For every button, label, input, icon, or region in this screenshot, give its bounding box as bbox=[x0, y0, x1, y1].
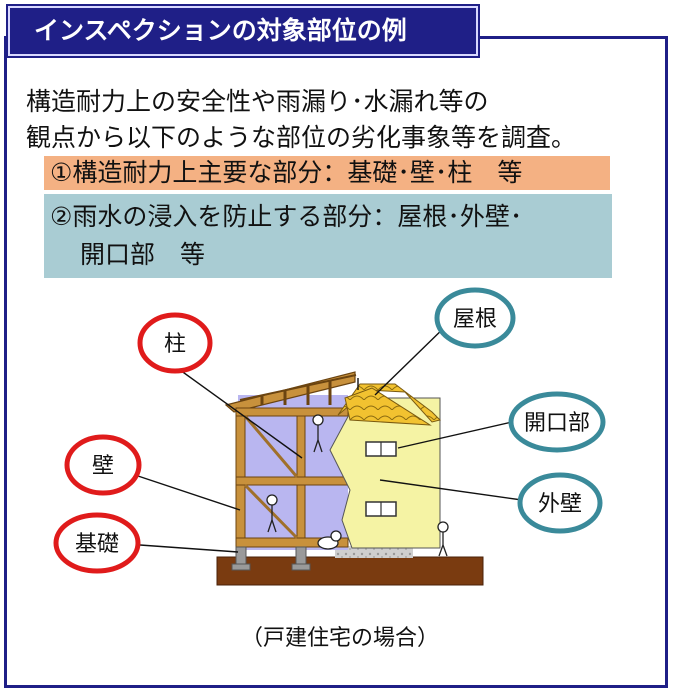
waterproof-line-2: 開口部 等 bbox=[80, 240, 206, 269]
page-title: インスペクションの対象部位の例 bbox=[8, 6, 478, 56]
callout-roof: 屋根 bbox=[434, 287, 516, 349]
gravel-strip bbox=[335, 546, 413, 558]
house-frame-cutaway bbox=[224, 371, 357, 571]
callout-opening: 開口部 bbox=[508, 391, 606, 453]
waterproof-parts-item: ②雨水の浸入を防止する部分：屋根･外壁･ 開口部 等 bbox=[44, 194, 612, 278]
house-exterior bbox=[329, 383, 441, 549]
waterproof-line-1: ②雨水の浸入を防止する部分：屋根･外壁･ bbox=[50, 202, 523, 231]
intro-line-2: 観点から以下のような部位の劣化事象等を調査。 bbox=[26, 123, 577, 152]
inspector-figures bbox=[266, 414, 449, 557]
intro-text: 構造耐力上の安全性や雨漏り･水漏れ等の 観点から以下のような部位の劣化事象等を調… bbox=[26, 84, 656, 156]
label-opening: 開口部 bbox=[524, 411, 590, 436]
label-exterior-wall: 外壁 bbox=[538, 492, 582, 517]
callout-exterior-wall: 外壁 bbox=[517, 472, 603, 534]
leader-lines bbox=[134, 321, 523, 553]
label-foundation: 基礎 bbox=[75, 532, 119, 557]
label-roof: 屋根 bbox=[453, 307, 497, 332]
caption: （戸建住宅の場合） bbox=[240, 626, 439, 651]
callout-pillar: 柱 bbox=[137, 312, 213, 374]
ground bbox=[216, 556, 484, 586]
label-pillar: 柱 bbox=[164, 332, 186, 357]
structural-parts-item: ①構造耐力上主要な部分：基礎･壁･柱 等 bbox=[44, 156, 610, 190]
label-wall: 壁 bbox=[92, 454, 114, 479]
intro-line-1: 構造耐力上の安全性や雨漏り･水漏れ等の bbox=[26, 87, 489, 116]
callout-wall: 壁 bbox=[64, 434, 142, 496]
callout-foundation: 基礎 bbox=[53, 512, 141, 574]
